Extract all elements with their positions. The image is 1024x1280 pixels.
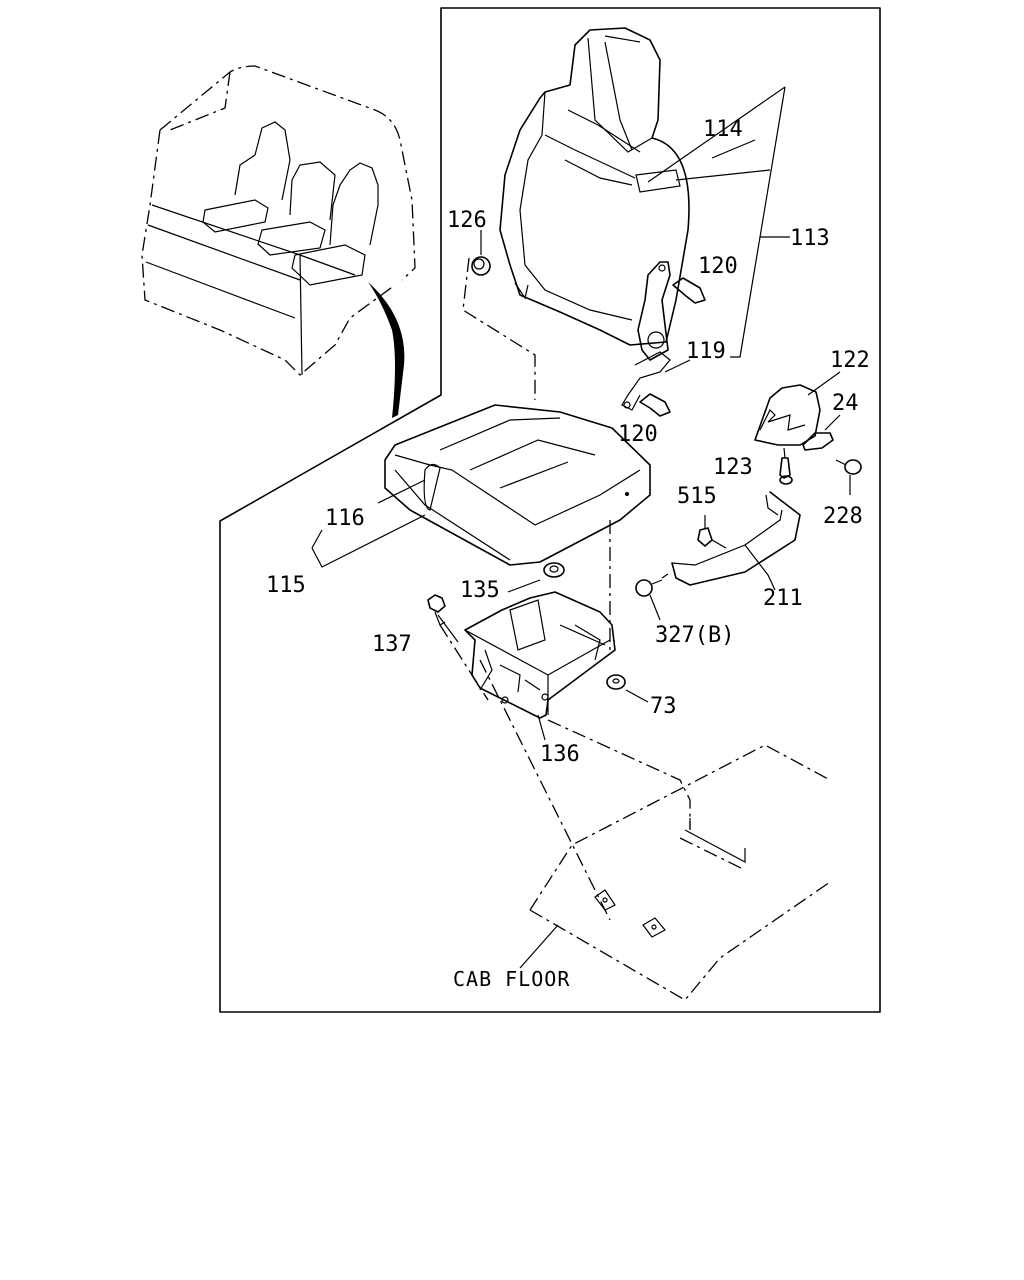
cab-floor-label: CAB FLOOR: [453, 967, 570, 991]
part-label-135: 135: [460, 578, 500, 603]
clip-515: [697, 515, 727, 549]
part-label-120-lower: 120: [618, 422, 658, 447]
part-label-122: 122: [830, 348, 870, 373]
cover-122: [754, 371, 841, 446]
screw-123: [779, 447, 793, 485]
part-label-137: 137: [372, 632, 412, 657]
seat-cushion-116: [384, 404, 651, 566]
part-label-515: 515: [677, 484, 717, 509]
nut-73: [606, 674, 649, 703]
callout-arrow: [368, 282, 405, 418]
part-label-73: 73: [650, 694, 677, 719]
part-label-113: 113: [790, 226, 830, 251]
part-label-327b: 327(B): [655, 623, 734, 648]
part-label-115: 115: [266, 573, 306, 598]
part-label-136: 136: [540, 742, 580, 767]
part-label-123: 123: [713, 455, 753, 480]
clip-24: [802, 414, 841, 451]
bracket-113: [730, 86, 786, 358]
part-label-211: 211: [763, 586, 803, 611]
part-label-114: 114: [703, 117, 743, 142]
part-label-120-upper: 120: [698, 254, 738, 279]
part-label-116: 116: [325, 506, 365, 531]
bolt-137: [427, 594, 489, 701]
knob-126: [462, 230, 536, 400]
diagram-frame: [219, 7, 881, 1013]
screw-327b: [635, 573, 669, 621]
part-label-126: 126: [447, 208, 487, 233]
seat-back-113: [499, 27, 706, 417]
part-label-24: 24: [832, 391, 859, 416]
seat-base-frame-136: [464, 520, 691, 921]
cab-overview-illustration: [141, 65, 416, 418]
cover-211: [671, 491, 801, 591]
part-label-228: 228: [823, 504, 863, 529]
screw-228: [835, 459, 862, 495]
part-label-119: 119: [686, 339, 726, 364]
cab-floor: [519, 744, 831, 1001]
nut-135: [507, 562, 565, 593]
